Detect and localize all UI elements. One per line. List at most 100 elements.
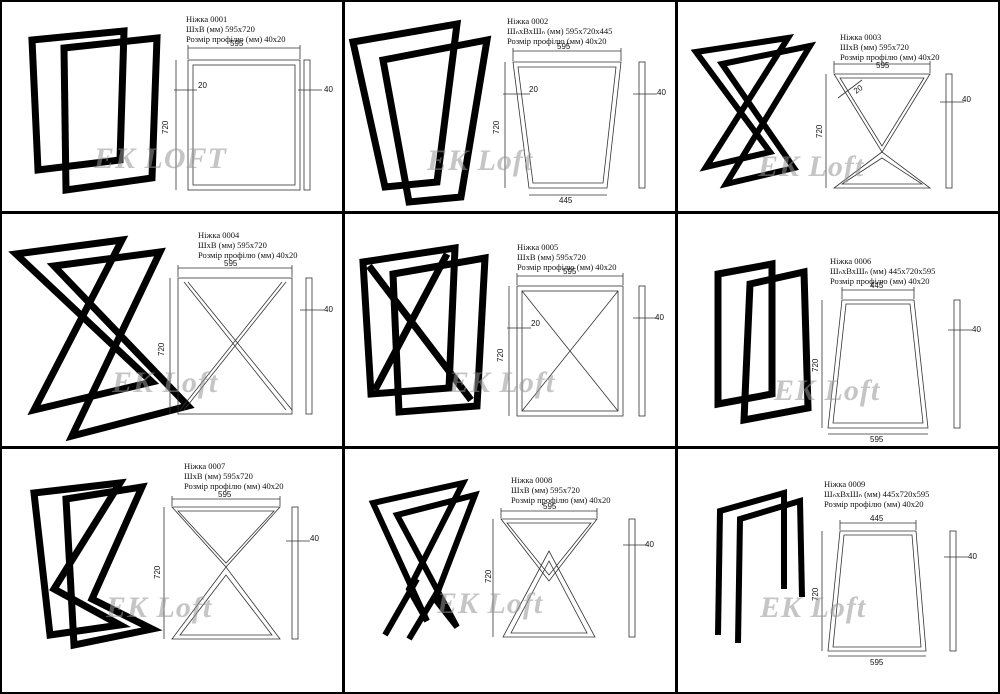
leg-size: ШхВ (мм) 595х720 [840,42,909,52]
leg-title: Ніжка 0009 [824,479,866,489]
height-dim: 720 [496,348,505,362]
depth-dim: 40 [324,85,333,94]
leg-title: Ніжка 0008 [511,475,553,485]
watermark: EK Loft [774,374,881,407]
leg-front-view [821,520,968,657]
bottom-width-dim: 595 [870,435,884,444]
height-dim: 720 [484,569,493,583]
leg-0008-drawing: 595 720 40 [368,478,654,641]
leg-3d-view [359,243,489,416]
leg-front-view [169,265,324,415]
thickness-dim: 20 [531,319,540,328]
height-dim: 720 [153,565,162,579]
panel-0003: 595 720 20 40 Ніжка 0003 ШхВ (мм) 595х72… [678,2,998,211]
leg-profile: Розмір профілю (мм) 40х20 [184,481,284,491]
leg-0003-drawing: 595 720 20 40 [690,34,971,189]
watermark: EK Loft [437,587,544,620]
leg-profile: Розмір профілю (мм) 40х20 [507,36,607,46]
bottom-width-dim: 445 [559,196,573,205]
height-dim: 720 [161,120,170,134]
depth-dim: 40 [645,540,654,549]
height-dim: 720 [811,358,820,372]
depth-dim: 40 [655,313,664,322]
leg-size: ШхВ (мм) 595х720 [184,471,253,481]
panel-0005: 595 720 20 40 Ніжка 0005 ШхВ (мм) 595х72… [345,214,675,446]
leg-front-view [503,48,657,196]
panel-0004: 595 720 40 Ніжка 0004 ШхВ (мм) 595х720 Р… [2,214,342,446]
height-dim: 720 [815,124,824,138]
leg-3d-view [30,478,163,650]
watermark: EK Loft [760,591,867,624]
leg-3d-view [714,259,812,425]
leg-title: Ніжка 0004 [198,230,240,240]
leg-title: Ніжка 0003 [840,32,882,42]
leg-0005-drawing: 595 720 20 40 [359,243,664,417]
leg-0007-drawing: 595 720 40 [30,478,319,650]
leg-3d-view [368,478,480,641]
width-dim: 595 [543,502,557,511]
panel-0009: 445 720 40 595 Ніжка 0009 ШₙхВхШₙ (мм) 4… [678,449,998,692]
leg-0006-drawing: 445 720 40 595 [714,259,981,444]
leg-0009-drawing: 445 720 40 595 [715,489,977,667]
watermark: EK Loft [427,144,534,177]
leg-size: ШₙхВхШₙ (мм) 445х720х595 [830,266,936,276]
height-dim: 720 [492,120,501,134]
width-dim: 595 [218,490,232,499]
height-dim: 720 [811,587,820,601]
leg-profile: Розмір профілю (мм) 40х20 [840,52,940,62]
watermark: EK LOFT [94,142,227,175]
leg-front-view [825,61,964,189]
watermark: EK Loft [112,366,219,399]
leg-size: ШₙхВхШₙ (мм) 445х720х595 [824,489,930,499]
depth-dim: 40 [310,534,319,543]
depth-dim: 40 [968,552,977,561]
leg-title: Ніжка 0001 [186,14,228,24]
height-dim: 720 [157,342,166,356]
width-dim: 445 [870,281,884,290]
leg-3d-view [348,19,492,206]
leg-profile: Розмір профілю (мм) 40х20 [186,34,286,44]
leg-profile: Розмір профілю (мм) 40х20 [511,495,611,505]
width-dim: 595 [557,42,571,51]
panel-0008: 595 720 40 Ніжка 0008 ШхВ (мм) 595х720 Р… [345,449,675,692]
leg-profile: Розмір профілю (мм) 40х20 [830,276,930,286]
leg-size: ШₙхВхШₙ (мм) 595х720х445 [507,26,613,36]
depth-dim: 40 [962,95,971,104]
thickness-dim: 20 [198,81,207,90]
watermark: EK Loft [758,150,865,183]
leg-front-view [492,508,647,638]
width-dim: 595 [563,267,577,276]
depth-dim: 40 [324,305,333,314]
leg-title: Ніжка 0002 [507,16,549,26]
leg-front-view [163,496,310,640]
width-dim: 595 [876,61,890,70]
panel-0002: 595 720 20 40 445 Ніжка 0002 ШₙхВхШₙ (мм… [345,2,675,211]
leg-profile: Розмір профілю (мм) 40х20 [517,262,617,272]
leg-0001-drawing: 595 720 20 40 [28,27,333,195]
depth-dim: 40 [657,88,666,97]
leg-3d-view [8,235,195,442]
thickness-dim: 20 [852,83,865,96]
leg-0002-drawing: 595 720 20 40 445 [348,19,666,206]
leg-title: Ніжка 0006 [830,256,872,266]
leg-front-view [821,287,972,435]
watermark: EK Loft [449,366,556,399]
leg-size: ШхВ (мм) 595х720 [186,24,255,34]
leg-front-view [174,45,322,191]
leg-profile: Розмір профілю (мм) 40х20 [824,499,924,509]
width-dim: 595 [230,39,244,48]
width-dim: 445 [870,514,884,523]
width-dim: 595 [224,259,238,268]
leg-0004-drawing: 595 720 40 [8,235,333,442]
leg-3d-view [690,34,817,189]
leg-3d-view [28,27,161,195]
watermark: EK Loft [106,591,213,624]
panel-0007: 595 720 40 Ніжка 0007 ШхВ (мм) 595х720 Р… [2,449,342,692]
leg-title: Ніжка 0007 [184,461,226,471]
leg-size: ШхВ (мм) 595х720 [198,240,267,250]
depth-dim: 40 [972,325,981,334]
leg-front-view [507,273,657,417]
panel-0001: 595 720 20 40 Ніжка 0001 ШхВ (мм) 595х72… [2,2,342,211]
leg-3d-view [715,489,805,644]
